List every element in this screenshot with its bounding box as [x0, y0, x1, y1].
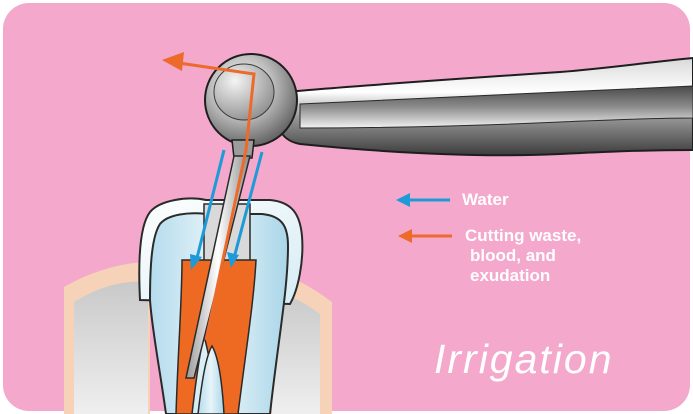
legend-waste-line-2: blood, and	[465, 246, 581, 266]
legend-water-label: Water	[462, 190, 509, 210]
legend-waste-label: Cutting waste, blood, and exudation	[465, 226, 581, 286]
legend-waste-line-1: Cutting waste,	[465, 226, 581, 246]
diagram-title: Irrigation	[434, 335, 614, 383]
legend-waste-line-3: exudation	[465, 266, 581, 286]
